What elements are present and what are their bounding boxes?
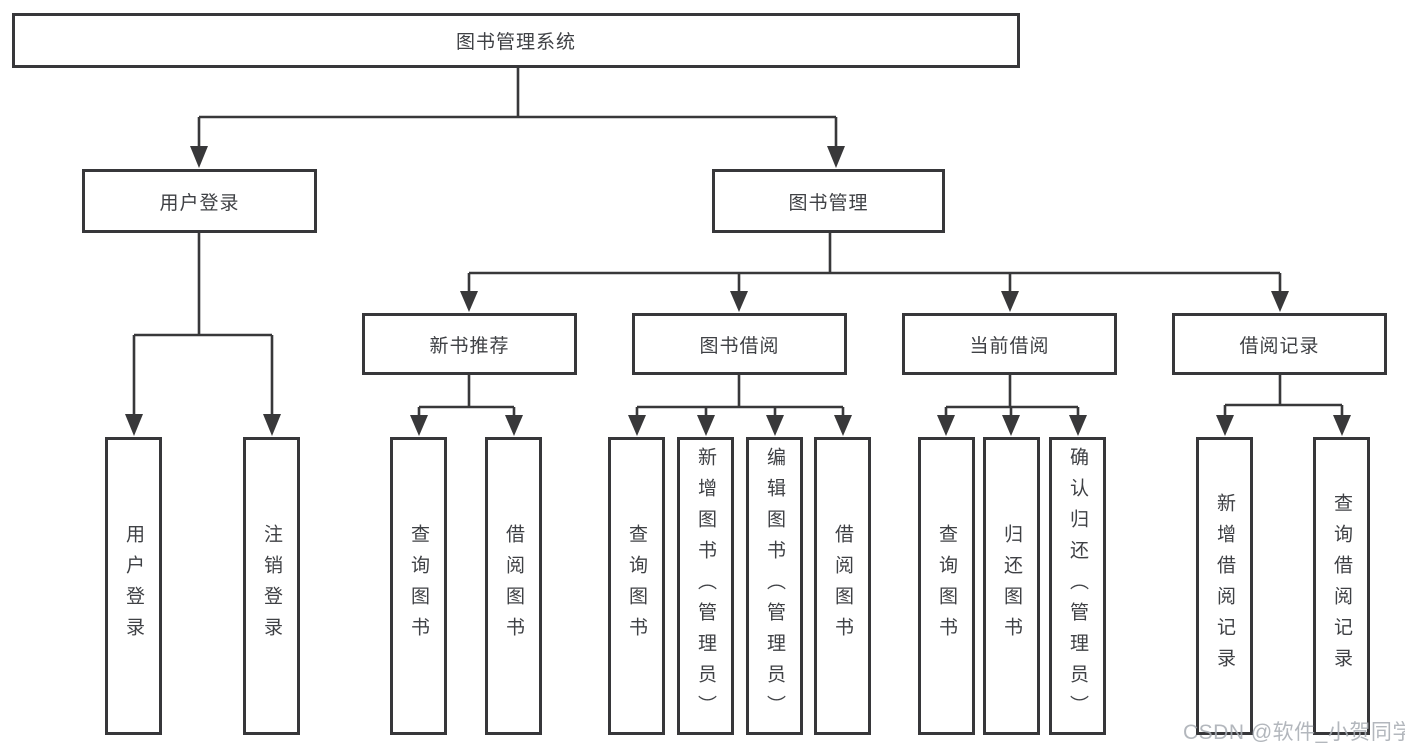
node-label: 用户登录 (159, 192, 240, 214)
node-borrow-records: 借阅记录 (1172, 313, 1387, 375)
leaf-query-books-current: 查询图书 (918, 437, 975, 735)
leaf-add-books-admin: 新增图书（管理员） (677, 437, 734, 735)
leaf-label: 确认归还（管理员） (1067, 446, 1088, 726)
leaf-label: 借阅图书 (503, 524, 524, 648)
node-label: 当前借阅 (969, 335, 1050, 357)
connector-current-borrow-split (937, 375, 1087, 436)
leaf-label: 注销登录 (261, 524, 282, 648)
leaf-label: 查询图书 (408, 524, 429, 648)
connector-book-mgmt-split (460, 233, 1289, 312)
leaf-label: 新增借阅记录 (1214, 493, 1235, 679)
node-library-management-system: 图书管理系统 (12, 13, 1020, 68)
leaf-edit-books-admin: 编辑图书（管理员） (746, 437, 803, 735)
leaf-logout: 注销登录 (243, 437, 300, 735)
node-label: 图书借阅 (699, 335, 780, 357)
node-user-login: 用户登录 (82, 169, 317, 233)
leaf-borrow-books: 借阅图书 (814, 437, 871, 735)
leaf-label: 查询图书 (936, 524, 957, 648)
node-label: 图书管理系统 (455, 32, 576, 53)
connector-root-split (190, 68, 845, 168)
leaf-label: 用户登录 (123, 524, 144, 648)
node-new-book-recommend: 新书推荐 (362, 313, 577, 375)
leaf-query-books-borrow: 查询图书 (608, 437, 665, 735)
leaf-label: 归还图书 (1001, 524, 1022, 648)
leaf-label: 新增图书（管理员） (695, 446, 716, 726)
leaf-borrow-books-recommend: 借阅图书 (485, 437, 542, 735)
leaf-confirm-return-admin: 确认归还（管理员） (1049, 437, 1106, 735)
leaf-query-books-recommend: 查询图书 (390, 437, 447, 735)
connector-new-books-split (410, 375, 523, 436)
connector-borrow-records-split (1216, 375, 1351, 436)
leaf-label: 借阅图书 (832, 524, 853, 648)
connector-book-borrow-split (628, 375, 852, 436)
node-label: 图书管理 (788, 192, 869, 214)
leaf-label: 编辑图书（管理员） (764, 446, 785, 726)
connector-user-login-split (125, 233, 281, 436)
node-book-borrow: 图书借阅 (632, 313, 847, 375)
csdn-watermark: CSDN @软件_小贺同学 (1183, 721, 1405, 744)
leaf-user-login: 用户登录 (105, 437, 162, 735)
leaf-add-borrow-record: 新增借阅记录 (1196, 437, 1253, 735)
node-label: 新书推荐 (429, 335, 510, 357)
node-label: 借阅记录 (1239, 335, 1320, 357)
node-current-borrow: 当前借阅 (902, 313, 1117, 375)
leaf-label: 查询图书 (626, 524, 647, 648)
leaf-label: 查询借阅记录 (1331, 493, 1352, 679)
leaf-query-borrow-record: 查询借阅记录 (1313, 437, 1370, 735)
node-book-management: 图书管理 (712, 169, 945, 233)
leaf-return-books: 归还图书 (983, 437, 1040, 735)
